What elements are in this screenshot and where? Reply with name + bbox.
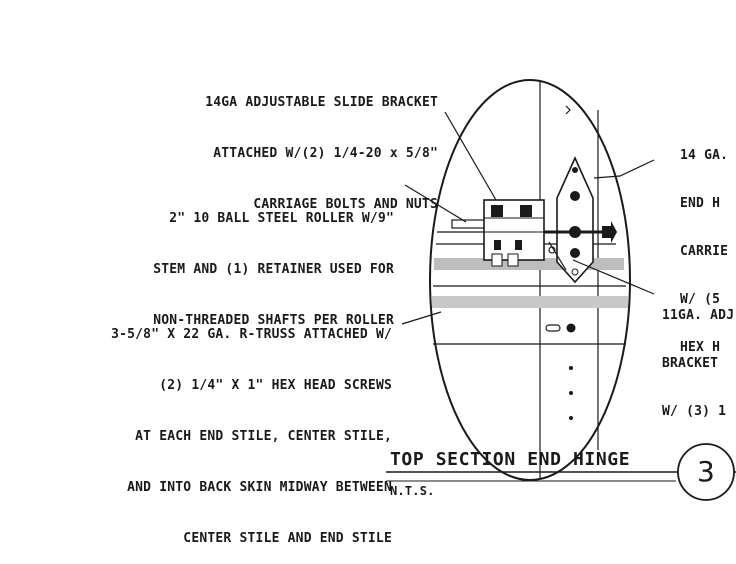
hinge-hole [571,268,579,276]
truss-slot [545,324,561,332]
end-hinge [556,156,594,284]
callout-line: CENTER STILE AND END STILE [183,531,392,546]
stile-hole [569,366,573,370]
carriage-bolt [494,240,501,250]
detail-drawing [386,79,736,501]
callout-slide-bracket: 14GA ADJUSTABLE SLIDE BRACKET ATTACHED W… [118,60,438,230]
hinge-pin-cap [602,221,617,243]
scale-note: N.T.S. [390,484,435,498]
detail-number: 3 [696,455,715,488]
detail-number-circle [677,443,735,501]
hinge-bolt [570,191,580,201]
callout-line: 14GA ADJUSTABLE SLIDE BRACKET [205,95,438,110]
detail-title: TOP SECTION END HINGE [390,449,631,470]
bolt-nut [507,253,519,267]
callout-r-truss: 3-5/8" X 22 GA. R-TRUSS ATTACHED W/ (2) … [0,292,392,564]
truss-band [432,296,628,308]
leader-slide-bracket [444,111,497,201]
callout-line: END H [680,196,721,211]
callout-adj-bracket: 11GA. ADJ. BRACKET W/ (3) 1 [662,276,736,436]
callout-line: BRACKET [662,356,719,371]
leader-adj-bracket [572,259,655,295]
callout-line: STEM AND (1) RETAINER USED FOR [153,262,394,277]
bolt-nut [491,253,503,267]
callout-line: 11GA. ADJ. [662,308,736,323]
callout-line: HEX H [680,340,721,355]
roller-shaft [451,219,487,229]
hinge-hole [572,167,578,173]
stile-hole [569,391,573,395]
carriage-bolt [520,205,532,217]
callout-roller: 2" 10 BALL STEEL ROLLER W/9" STEM AND (1… [60,176,394,346]
callout-line: AND INTO BACK SKIN MIDWAY BETWEEN [127,480,392,495]
leader-roller [404,184,467,223]
callout-line: ATTACHED W/(2) 1/4-20 x 5/8" [213,146,438,161]
callout-line: NON-THREADED SHAFTS PER ROLLER [153,313,394,328]
callout-end-hinge: 14 GA. END H CARRIE W/ (5 HEX H [680,116,736,372]
callout-line: 2" 10 BALL STEEL ROLLER W/9" [169,211,394,226]
callout-line: 3-5/8" X 22 GA. R-TRUSS ATTACHED W/ [111,327,392,342]
leader-end-hinge [593,159,655,179]
hinge-bolt [570,248,580,258]
adj-bracket-edge [548,241,567,271]
callout-line: AT EACH END STILE, CENTER STILE, [135,429,392,444]
truss-hole [566,323,576,333]
callout-line: 14 GA. [680,148,729,163]
callout-line: W/ (3) 1 [662,404,727,419]
callout-line: CARRIE [680,244,729,259]
carriage-bolt [491,205,503,217]
stile-mark [565,105,571,115]
callout-line: (2) 1/4" X 1" HEX HEAD SCREWS [159,378,392,393]
callout-line: CARRIAGE BOLTS AND NUTS [253,197,438,212]
callout-line: W/ (5 [680,292,721,307]
carriage-bolt [515,240,522,250]
detail-ellipse [429,79,631,481]
leader-r-truss [401,311,442,325]
stile-hole [569,416,573,420]
